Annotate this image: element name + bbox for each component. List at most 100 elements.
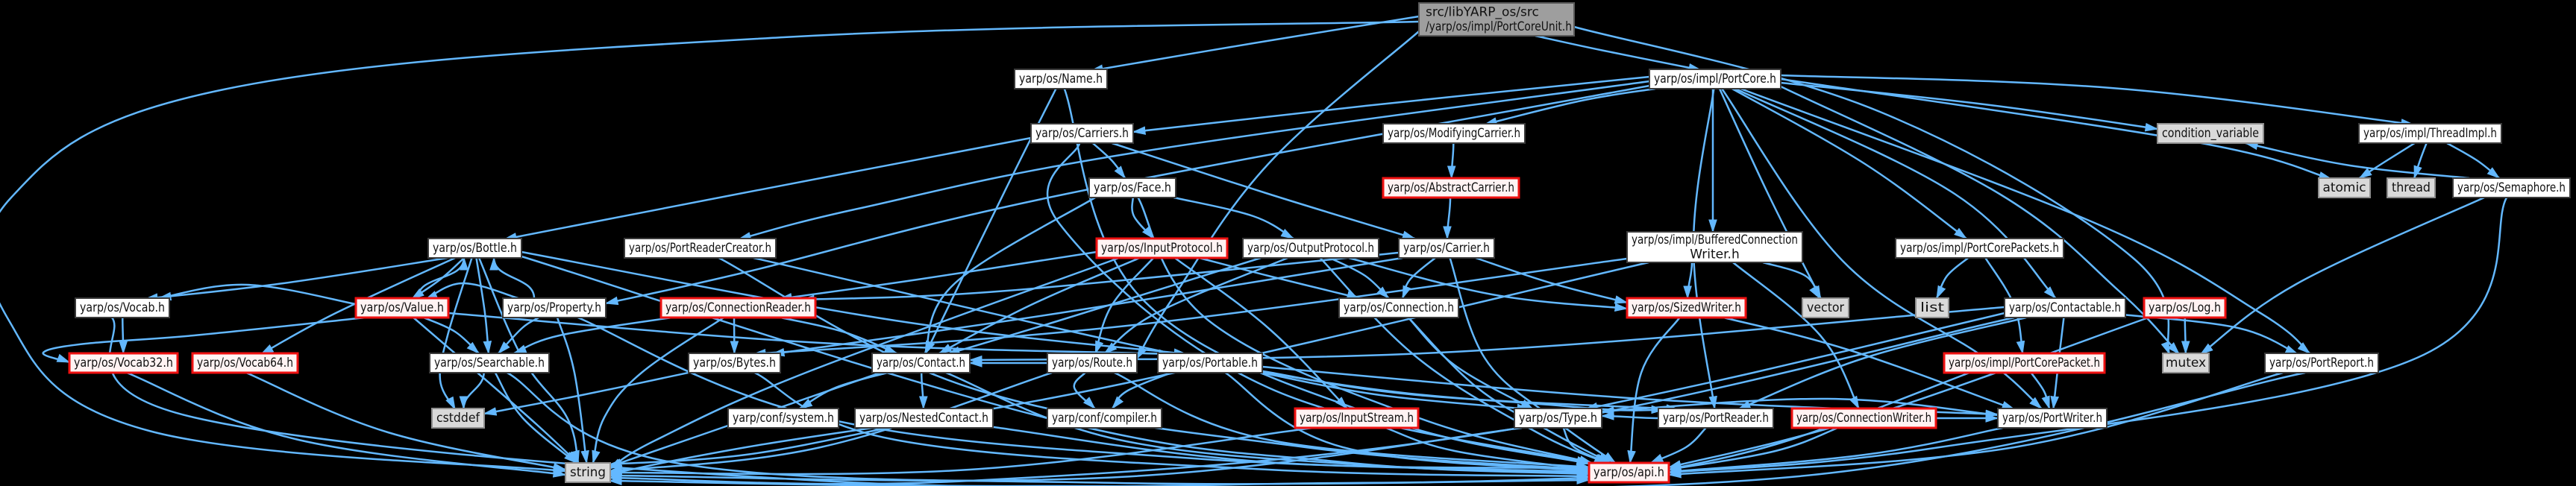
node-box-mutex[interactable] <box>2162 353 2210 373</box>
node-threadimpl[interactable]: yarp/os/impl/ThreadImpl.h <box>2358 123 2502 144</box>
node-box-sizedwriter[interactable] <box>1626 297 1747 319</box>
node-box-log[interactable] <box>2143 297 2227 319</box>
node-box-searchable[interactable] <box>429 353 550 373</box>
node-vocab[interactable]: yarp/os/Vocab.h <box>75 297 170 318</box>
node-atomic[interactable]: atomic <box>2318 177 2371 198</box>
node-contactable[interactable]: yarp/os/Contactable.h <box>2004 297 2126 318</box>
node-box-face[interactable] <box>1088 177 1176 198</box>
node-box-list[interactable] <box>1915 297 1949 318</box>
node-box-bottle[interactable] <box>427 238 522 259</box>
node-outputproto[interactable]: yarp/os/OutputProtocol.h <box>1242 238 1379 259</box>
node-confcompiler[interactable]: yarp/conf/compiler.h <box>1047 408 1162 429</box>
node-vector[interactable]: vector <box>1802 297 1849 318</box>
node-sizedwriter[interactable]: yarp/os/SizedWriter.h <box>1626 297 1747 319</box>
node-box-bcw[interactable] <box>1626 231 1803 263</box>
node-portcore[interactable]: yarp/os/impl/PortCore.h <box>1649 69 1781 89</box>
node-carrier[interactable]: yarp/os/Carrier.h <box>1398 238 1495 259</box>
node-box-portreport[interactable] <box>2264 353 2379 373</box>
node-box-carriers[interactable] <box>1030 123 1134 144</box>
node-connwriter[interactable]: yarp/os/ConnectionWriter.h <box>1790 407 1937 429</box>
node-inputproto[interactable]: yarp/os/InputProtocol.h <box>1095 237 1229 259</box>
node-abscarrier[interactable]: yarp/os/AbstractCarrier.h <box>1382 177 1520 199</box>
node-prc[interactable]: yarp/os/PortReaderCreator.h <box>624 238 777 259</box>
node-vocab32[interactable]: yarp/os/Vocab32.h <box>68 352 179 374</box>
node-box-api[interactable] <box>1588 461 1670 484</box>
node-box-contact[interactable] <box>871 353 971 373</box>
node-box-connreader[interactable] <box>659 297 817 319</box>
node-box-cstddef[interactable] <box>431 408 485 429</box>
node-box-type[interactable] <box>1514 408 1602 429</box>
node-box-vocab64[interactable] <box>191 352 299 374</box>
node-connection[interactable]: yarp/os/Connection.h <box>1338 297 1459 318</box>
node-inputstream[interactable]: yarp/os/InputStream.h <box>1294 407 1420 429</box>
node-confsystem[interactable]: yarp/conf/system.h <box>727 408 839 429</box>
node-box-root[interactable] <box>1418 2 1575 37</box>
node-box-confcompiler[interactable] <box>1047 408 1162 429</box>
node-semaphore[interactable]: yarp/os/Semaphore.h <box>2452 177 2571 198</box>
node-mutex[interactable]: mutex <box>2162 353 2210 373</box>
node-box-inputproto[interactable] <box>1095 237 1229 259</box>
node-box-carrier[interactable] <box>1398 238 1495 259</box>
node-string[interactable]: string <box>565 462 611 483</box>
node-log[interactable]: yarp/os/Log.h <box>2143 297 2227 319</box>
node-value[interactable]: yarp/os/Value.h <box>354 297 450 319</box>
node-box-thread[interactable] <box>2387 177 2436 198</box>
node-cstddef[interactable]: cstddef <box>431 408 485 429</box>
node-box-atomic[interactable] <box>2318 177 2371 198</box>
node-box-pcpacket[interactable] <box>1943 352 2106 374</box>
node-box-inputstream[interactable] <box>1294 407 1420 429</box>
node-box-bytes[interactable] <box>688 353 781 373</box>
node-nestedcontact[interactable]: yarp/os/NestedContact.h <box>854 408 994 429</box>
node-box-threadimpl[interactable] <box>2358 123 2502 144</box>
node-box-property[interactable] <box>502 297 607 318</box>
node-thread[interactable]: thread <box>2387 177 2436 198</box>
node-pcpackets[interactable]: yarp/os/impl/PortCorePackets.h <box>1895 238 2064 259</box>
node-box-portcore[interactable] <box>1649 69 1781 89</box>
node-name[interactable]: yarp/os/Name.h <box>1014 69 1108 89</box>
node-box-vocab[interactable] <box>75 297 170 318</box>
node-box-contactable[interactable] <box>2004 297 2126 318</box>
node-box-string[interactable] <box>565 462 611 483</box>
node-box-vector[interactable] <box>1802 297 1849 318</box>
node-box-outputproto[interactable] <box>1242 238 1379 259</box>
node-property[interactable]: yarp/os/Property.h <box>502 297 607 318</box>
node-vocab64[interactable]: yarp/os/Vocab64.h <box>191 352 299 374</box>
node-box-condvar[interactable] <box>2157 123 2264 144</box>
node-box-vocab32[interactable] <box>68 352 179 374</box>
node-box-pcpackets[interactable] <box>1895 238 2064 259</box>
node-portable[interactable]: yarp/os/Portable.h <box>1157 353 1263 373</box>
node-modcarrier[interactable]: yarp/os/ModifyingCarrier.h <box>1382 123 1526 144</box>
node-portreport[interactable]: yarp/os/PortReport.h <box>2264 353 2379 373</box>
node-root[interactable]: src/libYARP_os/src/yarp/os/impl/PortCore… <box>1418 2 1575 37</box>
node-searchable[interactable]: yarp/os/Searchable.h <box>429 353 550 373</box>
node-carriers[interactable]: yarp/os/Carriers.h <box>1030 123 1134 144</box>
node-box-route[interactable] <box>1047 353 1138 373</box>
node-pcpacket[interactable]: yarp/os/impl/PortCorePacket.h <box>1943 352 2106 374</box>
node-box-portreader[interactable] <box>1658 408 1774 429</box>
node-box-confsystem[interactable] <box>727 408 839 429</box>
node-face[interactable]: yarp/os/Face.h <box>1088 177 1176 198</box>
node-box-portable[interactable] <box>1157 353 1263 373</box>
node-contact[interactable]: yarp/os/Contact.h <box>871 353 971 373</box>
node-type[interactable]: yarp/os/Type.h <box>1514 408 1602 429</box>
node-box-value[interactable] <box>354 297 450 319</box>
node-connreader[interactable]: yarp/os/ConnectionReader.h <box>659 297 817 319</box>
node-bytes[interactable]: yarp/os/Bytes.h <box>688 353 781 373</box>
node-box-semaphore[interactable] <box>2452 177 2571 198</box>
node-box-prc[interactable] <box>624 238 777 259</box>
node-condvar[interactable]: condition_variable <box>2157 123 2264 144</box>
node-box-connection[interactable] <box>1338 297 1459 318</box>
node-box-portwriter[interactable] <box>1997 408 2108 429</box>
node-box-nestedcontact[interactable] <box>854 408 994 429</box>
node-box-modcarrier[interactable] <box>1382 123 1526 144</box>
node-api[interactable]: yarp/os/api.h <box>1588 461 1670 484</box>
node-bottle[interactable]: yarp/os/Bottle.h <box>427 238 522 259</box>
node-list[interactable]: list <box>1915 297 1949 318</box>
node-box-connwriter[interactable] <box>1790 407 1937 429</box>
node-portreader[interactable]: yarp/os/PortReader.h <box>1658 408 1774 429</box>
node-box-abscarrier[interactable] <box>1382 177 1520 199</box>
node-box-name[interactable] <box>1014 69 1108 89</box>
node-portwriter[interactable]: yarp/os/PortWriter.h <box>1997 408 2108 429</box>
node-route[interactable]: yarp/os/Route.h <box>1047 353 1138 373</box>
